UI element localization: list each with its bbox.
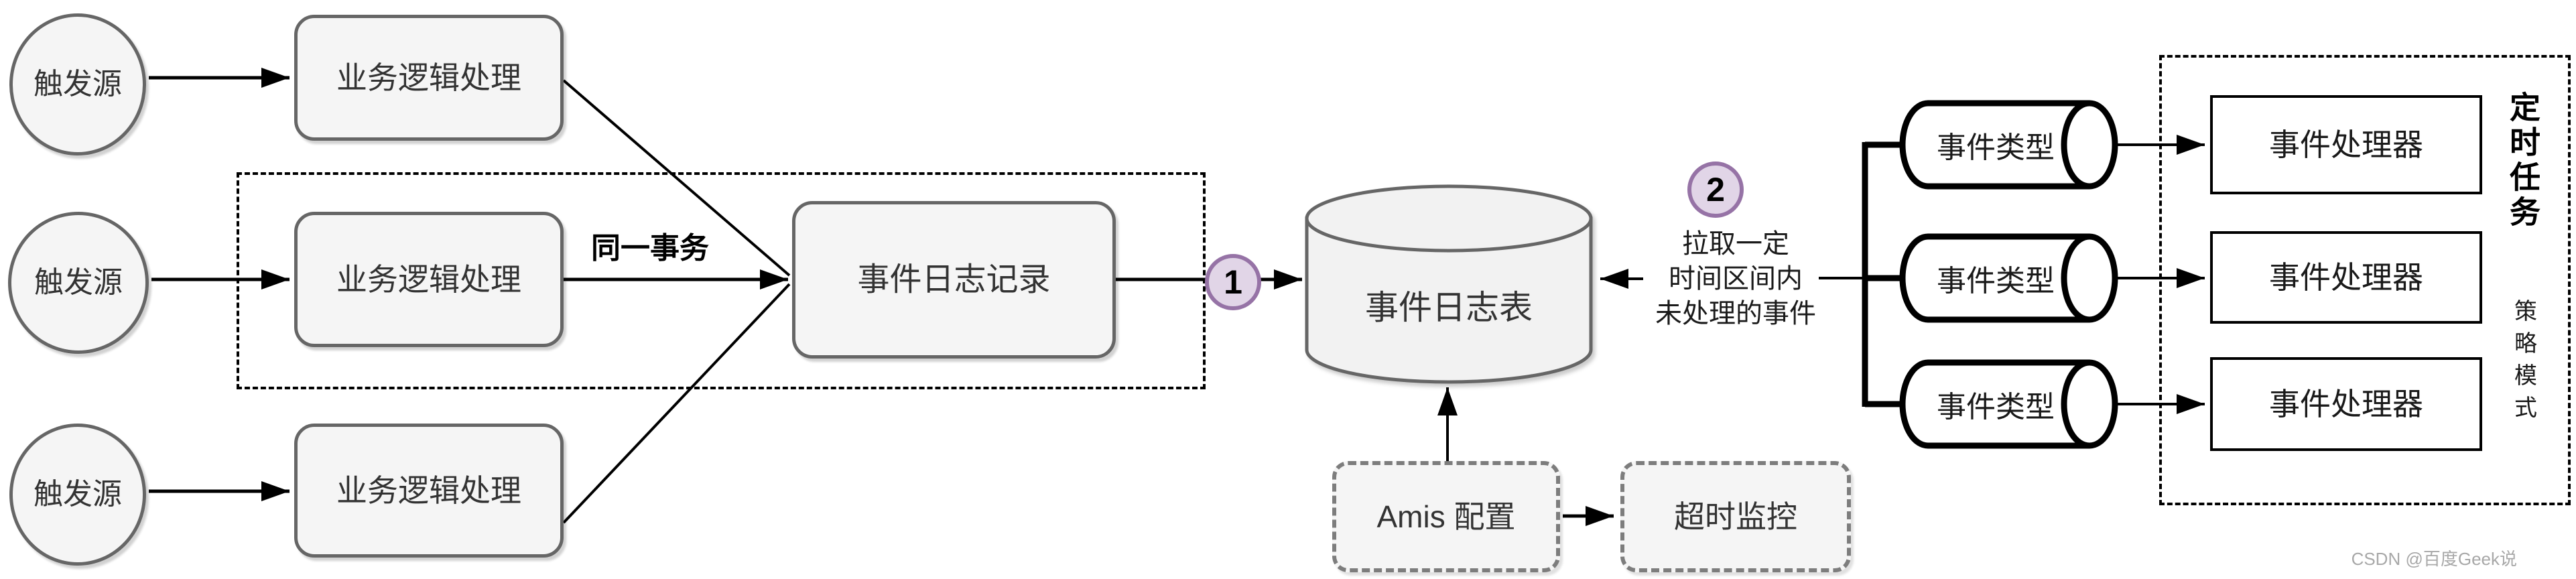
pull-note-line-3: 未处理的事件 <box>1655 299 1816 328</box>
event-type-cylinder-3 <box>1899 359 2118 449</box>
event-handler-label-1: 事件处理器 <box>2269 127 2423 162</box>
trigger-source-label-1: 触发源 <box>34 67 122 101</box>
business-logic-label-3: 业务逻辑处理 <box>336 472 521 508</box>
business-logic-box-1: 业务逻辑处理 <box>294 15 564 141</box>
business-logic-label-2: 业务逻辑处理 <box>336 261 521 297</box>
event-log-record-box: 事件日志记录 <box>792 201 1116 359</box>
event-handler-label-2: 事件处理器 <box>2269 259 2423 295</box>
business-logic-box-2: 业务逻辑处理 <box>294 212 564 347</box>
event-log-record-label: 事件日志记录 <box>857 261 1051 298</box>
timeout-monitor-box: 超时监控 <box>1620 461 1851 572</box>
event-handler-label-3: 事件处理器 <box>2269 386 2423 422</box>
pull-note-line-2: 时间区间内 <box>1669 264 1803 294</box>
trigger-source-label-2: 触发源 <box>34 265 123 299</box>
pull-note: 拉取一定 时间区间内 未处理的事件 <box>1615 227 1856 331</box>
trigger-source-label-3: 触发源 <box>34 477 122 511</box>
event-log-table-label: 事件日志表 <box>1365 289 1533 326</box>
scheduled-task-label: 定时任务 <box>2506 91 2540 231</box>
event-type-cylinder-2 <box>1899 233 2118 323</box>
event-type-label-3: 事件类型 <box>1937 391 2055 424</box>
line-biz3-to-record <box>562 283 791 524</box>
event-handler-box-3: 事件处理器 <box>2210 357 2482 451</box>
event-handler-box-2: 事件处理器 <box>2210 231 2482 324</box>
step-badge-1: 1 <box>1205 254 1261 310</box>
strategy-pattern-label: 策略模式 <box>2510 299 2536 428</box>
step-badge-2: 2 <box>1687 162 1744 218</box>
amis-config-label: Amis 配置 <box>1376 499 1516 534</box>
trigger-source-circle-1: 触发源 <box>9 13 146 155</box>
amis-config-box: Amis 配置 <box>1332 461 1560 572</box>
line-biz1-to-record <box>562 79 791 277</box>
timeout-monitor-label: 超时监控 <box>1674 499 1797 534</box>
watermark: CSDN @百度Geek说 <box>2351 548 2517 569</box>
event-type-label-1: 事件类型 <box>1937 131 2055 164</box>
transaction-label: 同一事务 <box>591 232 709 265</box>
scheduled-task-group-box <box>2159 55 2571 505</box>
pull-note-line-1: 拉取一定 <box>1682 229 1789 259</box>
event-handler-box-1: 事件处理器 <box>2210 95 2482 194</box>
business-logic-box-3: 业务逻辑处理 <box>294 424 564 558</box>
trigger-source-circle-2: 触发源 <box>8 212 149 354</box>
event-log-table-cylinder <box>1305 184 1593 384</box>
event-type-cylinder-1 <box>1899 100 2118 190</box>
event-type-label-2: 事件类型 <box>1937 265 2055 298</box>
trigger-source-circle-3: 触发源 <box>9 424 146 566</box>
business-logic-label-1: 业务逻辑处理 <box>336 60 521 95</box>
transaction-group-box <box>237 172 1206 389</box>
